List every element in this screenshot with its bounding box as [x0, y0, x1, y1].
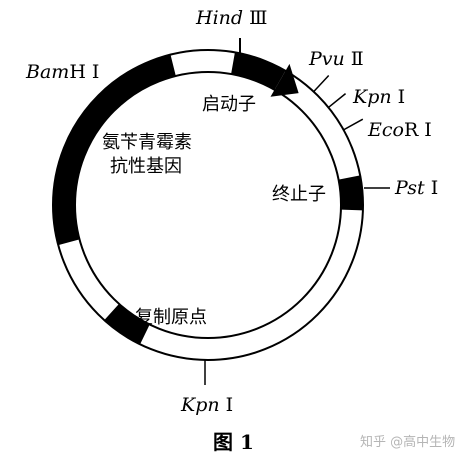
psti-label: Pst Ⅰ [394, 177, 438, 199]
kpni-bottom-label: Kpn Ⅰ [180, 394, 233, 416]
kpni-top-label: Kpn Ⅰ [352, 86, 405, 108]
figure-caption: 图 1 [213, 430, 254, 454]
resistance-gene-label-line2: 抗性基因 [110, 156, 182, 177]
kpni-top-tick [327, 93, 347, 109]
terminator-label: 终止子 [272, 184, 326, 205]
bamhi-label: BamH Ⅰ [25, 61, 99, 83]
ampicillin-resistance-gene-segment [53, 54, 176, 246]
ecori-label: EcoR Ⅰ [367, 119, 432, 141]
resistance-gene-label-line1: 氨苄青霉素 [102, 132, 192, 153]
watermark: 知乎 @高中生物 [360, 434, 455, 450]
origin-label: 复制原点 [135, 307, 207, 328]
terminator-segment [338, 175, 363, 211]
origin-of-replication-segment [104, 303, 150, 345]
promoter-arrow-icon [270, 63, 299, 97]
pvuii-tick [313, 75, 330, 93]
pvuii-label: Pvu Ⅱ [308, 48, 364, 70]
hindiii-label: Hind Ⅲ [195, 7, 267, 29]
ecori-tick [343, 118, 364, 131]
promoter-label: 启动子 [202, 94, 256, 115]
promoter-segment [231, 52, 286, 90]
